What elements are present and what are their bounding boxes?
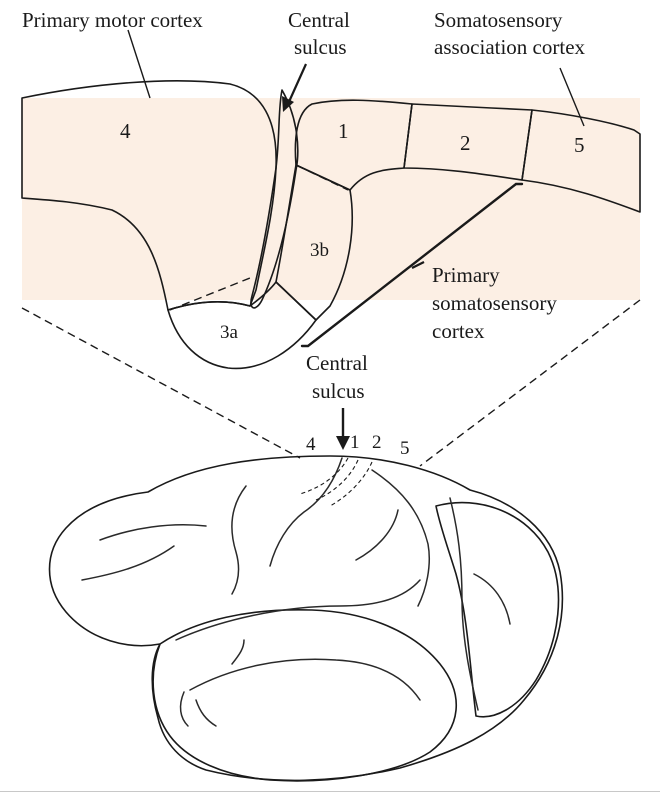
brain-border-3 — [329, 461, 373, 507]
central-sulcus-bottom-arrowhead — [336, 436, 350, 450]
area-5-label: 5 — [574, 133, 585, 157]
brain-border-1 — [299, 457, 349, 495]
label-primary-somato-line1: Primary — [432, 263, 500, 287]
border-3a-3b — [275, 281, 317, 321]
parietal-fold — [355, 509, 399, 561]
bottom-divider — [0, 791, 660, 792]
arcuate-sulcus — [231, 485, 247, 595]
label-central-sulcus-top-line1: Central — [288, 8, 350, 32]
area-3b-label: 3b — [310, 240, 329, 261]
border-1-2 — [403, 103, 413, 169]
temporal-fold-2 — [231, 639, 245, 665]
projection-line-right — [419, 299, 641, 467]
label-primary-motor-cortex: Primary motor cortex — [22, 8, 203, 32]
label-primary-somato-line2: somatosensory — [432, 291, 557, 315]
area-1-label: 1 — [338, 119, 349, 143]
area-4-label: 4 — [120, 119, 131, 143]
brain-outline — [48, 455, 564, 782]
principal-sulcus — [99, 524, 207, 541]
label-central-sulcus-bottom-line2: sulcus — [312, 379, 365, 403]
intraparietal-sulcus — [371, 469, 431, 607]
brain-area-4-label: 4 — [306, 434, 316, 455]
label-somatosensory-line2: association cortex — [434, 35, 586, 59]
border-3b-1 — [295, 164, 349, 191]
area-2-label: 2 — [460, 131, 471, 155]
primary-somatosensory-bracket — [300, 182, 524, 348]
occipital-fold — [473, 573, 511, 625]
label-primary-somato-line3: cortex — [432, 319, 485, 343]
brain-area-5-label: 5 — [400, 438, 410, 459]
lunate-sulcus — [449, 497, 479, 711]
lateral-sulcus — [175, 579, 421, 641]
brain-area-1-label: 1 — [350, 432, 360, 453]
area-1-region — [294, 99, 413, 191]
area-3a-label: 3a — [220, 322, 239, 343]
label-central-sulcus-bottom-line1: Central — [306, 351, 368, 375]
label-central-sulcus-top-line2: sulcus — [294, 35, 347, 59]
projection-line-left — [21, 307, 301, 459]
bracket-tick — [411, 261, 425, 269]
motor-leader-line — [127, 29, 151, 99]
superior-temporal-sulcus — [189, 658, 421, 701]
occipital-lobe — [435, 501, 560, 718]
white-matter — [22, 98, 640, 300]
association-leader-line — [559, 67, 585, 127]
brain-area-2-label: 2 — [372, 432, 382, 453]
frontal-fold — [81, 545, 175, 581]
area-4-region — [21, 80, 277, 311]
central-sulcus-line — [269, 457, 343, 567]
brain-border-2 — [315, 459, 359, 501]
cross-section — [21, 29, 641, 370]
border-4-3a — [169, 277, 251, 311]
border-2-5 — [521, 109, 533, 181]
central-sulcus-top-arrow — [286, 63, 308, 105]
central-sulcus-top-arrowhead — [282, 96, 294, 112]
temporal-lobe — [152, 608, 458, 782]
label-somatosensory-line1: Somatosensory — [434, 8, 563, 32]
temporal-fold — [179, 691, 217, 727]
area-5-region — [521, 109, 641, 213]
brain-illustration — [48, 408, 564, 782]
